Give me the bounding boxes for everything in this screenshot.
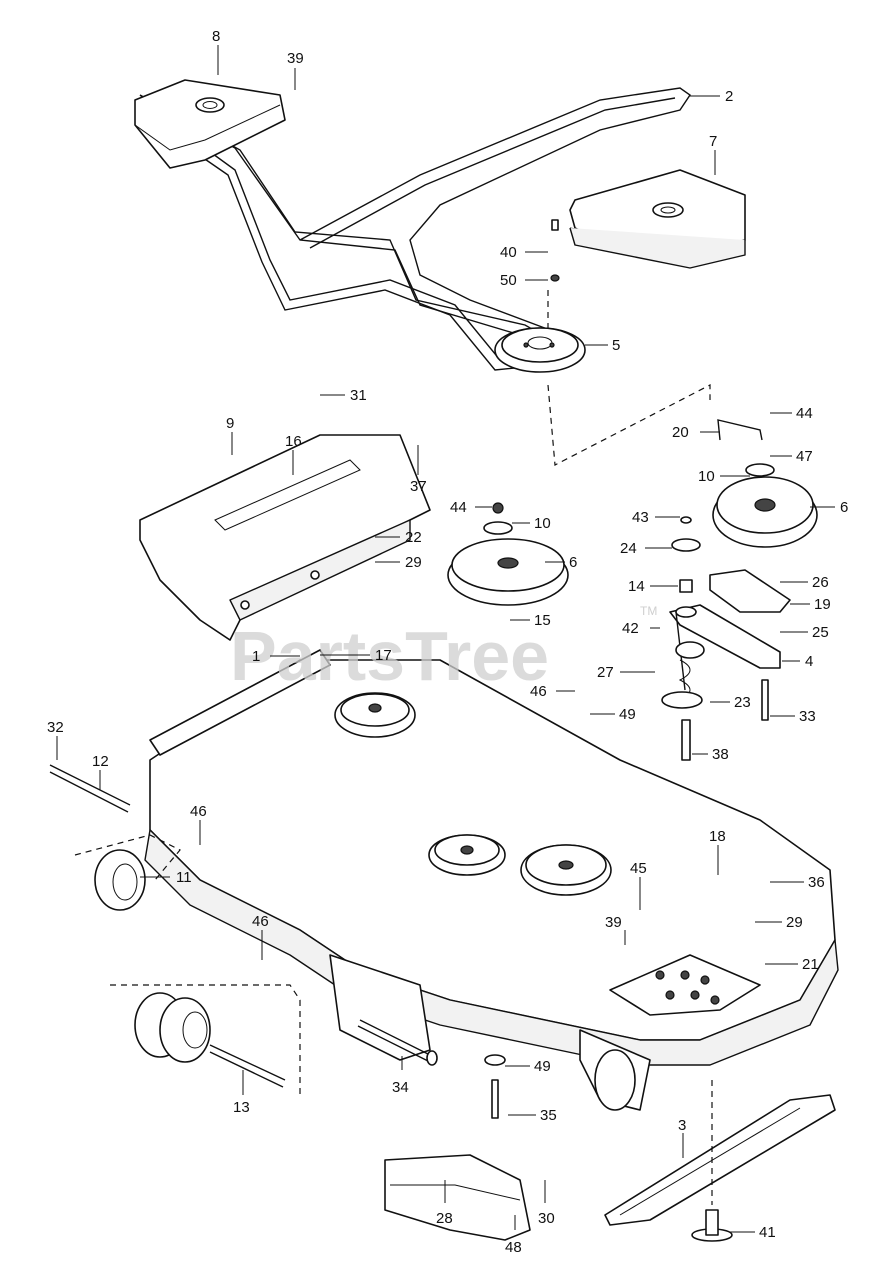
deck-cover — [139, 434, 431, 641]
blade-bolt — [691, 1209, 733, 1242]
callout-34: 34 — [392, 1079, 409, 1096]
callout-49-top: 49 — [619, 706, 636, 723]
callout-14: 14 — [628, 578, 645, 595]
bolt-40 — [551, 219, 559, 231]
idler-arm — [661, 569, 791, 761]
callout-30: 30 — [538, 1210, 555, 1227]
callout-24: 24 — [620, 540, 637, 557]
callout-15: 15 — [534, 612, 551, 629]
callout-23: 23 — [734, 694, 751, 711]
callout-47: 47 — [796, 448, 813, 465]
axle-12 — [49, 764, 131, 813]
callout-6-center: 6 — [569, 554, 577, 571]
callout-19: 19 — [814, 596, 831, 613]
belt-cover-left — [134, 79, 286, 169]
rod-20 — [717, 419, 763, 441]
spindle-pulley-left — [334, 692, 416, 738]
callout-6-right: 6 — [840, 499, 848, 516]
callout-50: 50 — [500, 272, 517, 289]
callout-21: 21 — [802, 956, 819, 973]
callout-8: 8 — [212, 28, 220, 45]
callout-29-lower: 29 — [786, 914, 803, 931]
gauge-wheel-front-left — [94, 849, 146, 911]
callout-2: 2 — [725, 88, 733, 105]
callout-17: 17 — [375, 647, 392, 664]
callout-40: 40 — [500, 244, 517, 261]
callout-4: 4 — [805, 653, 813, 670]
callout-38: 38 — [712, 746, 729, 763]
callout-12: 12 — [92, 753, 109, 770]
callout-5: 5 — [612, 337, 620, 354]
callout-10-right: 10 — [698, 468, 715, 485]
callout-22: 22 — [405, 529, 422, 546]
callout-43: 43 — [632, 509, 649, 526]
callout-26: 26 — [812, 574, 829, 591]
callout-28: 28 — [436, 1210, 453, 1227]
mower-deck — [144, 649, 839, 1111]
callout-39-lower: 39 — [605, 914, 622, 931]
callouts: 8 39 2 7 40 50 5 31 9 16 37 20 44 47 10 … — [47, 28, 848, 1256]
callout-32: 32 — [47, 719, 64, 736]
callout-35: 35 — [540, 1107, 557, 1124]
belt-cover-right — [569, 169, 746, 269]
mower-blade — [604, 1094, 836, 1226]
axle-13 — [209, 1044, 286, 1088]
callout-1: 1 — [252, 648, 260, 665]
callout-42: 42 — [622, 620, 639, 637]
nut-50 — [550, 274, 560, 282]
callout-29-top: 29 — [405, 554, 422, 571]
callout-3: 3 — [678, 1117, 686, 1134]
callout-25: 25 — [812, 624, 829, 641]
callout-37: 37 — [410, 478, 427, 495]
callout-44-right: 44 — [796, 405, 813, 422]
deck-plate — [609, 954, 761, 1016]
callout-45: 45 — [630, 860, 647, 877]
spindle-pulley-right — [520, 844, 612, 896]
gauge-wheel-rear-left — [134, 992, 211, 1063]
callout-11: 11 — [176, 869, 192, 886]
callout-9: 9 — [226, 415, 234, 432]
callout-49-lower: 49 — [534, 1058, 551, 1075]
spindle-pulley-center — [428, 834, 506, 876]
callout-46-center: 46 — [530, 683, 547, 700]
callout-33: 33 — [799, 708, 816, 725]
callout-41: 41 — [759, 1224, 776, 1241]
callout-46-left: 46 — [190, 803, 207, 820]
callout-27: 27 — [597, 664, 614, 681]
callout-16: 16 — [285, 433, 302, 450]
callout-39: 39 — [287, 50, 304, 67]
callout-10-center: 10 — [534, 515, 551, 532]
callout-20: 20 — [672, 424, 689, 441]
callout-31: 31 — [350, 387, 367, 404]
watermark: PartsTree TM — [230, 604, 657, 695]
callout-18: 18 — [709, 828, 726, 845]
deflector-bracket — [384, 1154, 531, 1241]
pulley-5 — [494, 327, 586, 373]
callout-48: 48 — [505, 1239, 522, 1256]
callout-46-lower: 46 — [252, 913, 269, 930]
axle-34 — [357, 1019, 438, 1066]
watermark-tm: TM — [640, 604, 657, 618]
callout-36: 36 — [808, 874, 825, 891]
idler-pulley-center — [447, 502, 569, 606]
bolt-35 — [484, 1054, 506, 1119]
callout-44-center: 44 — [450, 499, 467, 516]
idler-pulley-right — [712, 463, 818, 548]
callout-13: 13 — [233, 1099, 250, 1116]
callout-7: 7 — [709, 133, 717, 150]
idler-hardware-stack — [671, 516, 701, 618]
